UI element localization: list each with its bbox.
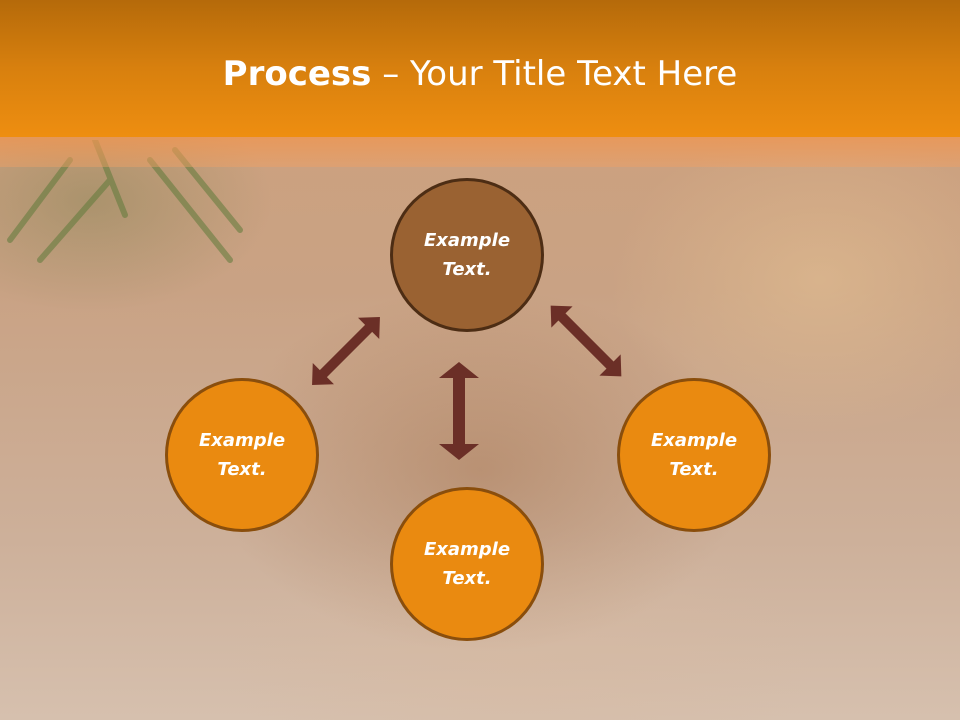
- node-left-label: Example Text.: [198, 430, 286, 480]
- slide-title[interactable]: Process – Your Title Text Here: [0, 52, 960, 96]
- process-node-bottom[interactable]: Example Text.: [390, 487, 544, 641]
- title-bar: [0, 0, 960, 137]
- title-bold: Process: [222, 54, 372, 94]
- arrow-top-left[interactable]: [301, 306, 390, 395]
- process-node-left[interactable]: Example Text.: [165, 378, 319, 532]
- title-rest: Your Title Text Here: [410, 54, 738, 94]
- node-top-label: Example Text.: [423, 230, 511, 280]
- arrow-top-right[interactable]: [540, 295, 632, 387]
- title-bar-band: [0, 137, 960, 167]
- arrow-vertical[interactable]: [439, 362, 479, 460]
- node-right-label: Example Text.: [650, 430, 738, 480]
- title-separator: –: [371, 54, 411, 94]
- process-node-top[interactable]: Example Text.: [390, 178, 544, 332]
- node-bottom-label: Example Text.: [423, 539, 511, 589]
- process-node-right[interactable]: Example Text.: [617, 378, 771, 532]
